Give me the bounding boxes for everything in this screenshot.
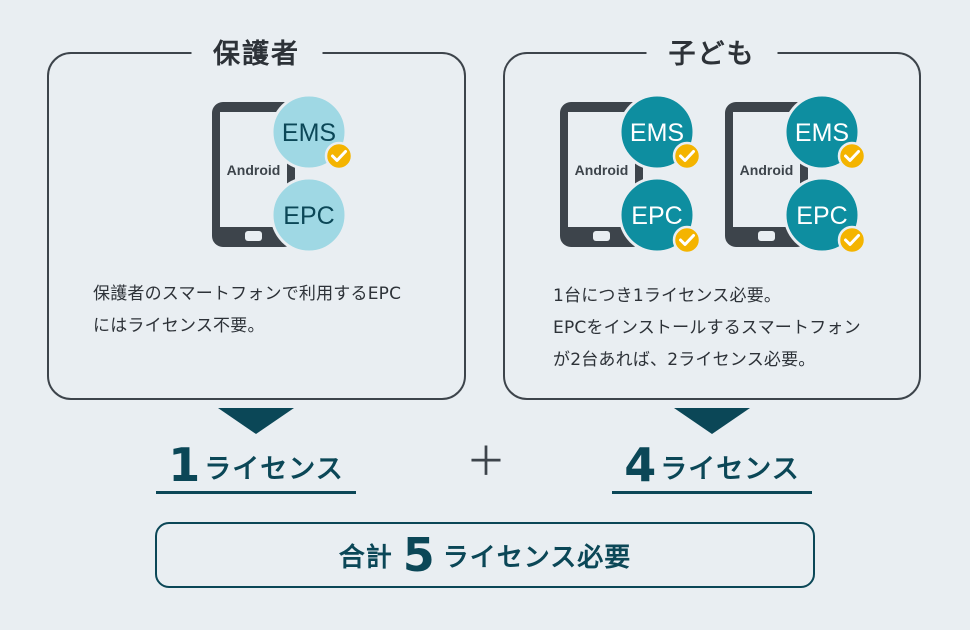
child-title: 子ども: [646, 32, 778, 71]
total-suffix: ライセンス必要: [442, 542, 632, 573]
plus-sign: ＋: [466, 439, 506, 485]
down-arrow-icon: [674, 408, 750, 434]
total-prefix: 合計: [338, 542, 393, 573]
parent-license-unit: ライセンス: [204, 454, 344, 485]
parent-title: 保護者: [191, 32, 322, 71]
total-number: 5: [402, 528, 435, 582]
check-badge-icon: [837, 141, 867, 171]
child-license-unit: ライセンス: [660, 454, 800, 485]
child-phone-2-icon: Android EMS EPC: [722, 92, 882, 255]
epc-label: EPC: [631, 202, 682, 230]
check-badge-icon: [672, 141, 702, 171]
parent-panel: 保護者 保護者のスマートフォンで利用するEPC にはライセンス不要。: [47, 32, 466, 400]
epc-label: EPC: [796, 202, 847, 230]
parent-license-count: 1 ライセンス: [156, 436, 356, 494]
ems-label: EMS: [795, 119, 849, 147]
down-arrow-icon: [218, 408, 294, 434]
parent-description: 保護者のスマートフォンで利用するEPC にはライセンス不要。: [93, 284, 402, 336]
phone-os-label: Android: [227, 162, 281, 178]
child-description: 1台につき1ライセンス必要。 EPCをインストールするスマートフォン が2台あれ…: [553, 286, 861, 370]
phone-os-label: Android: [740, 162, 794, 178]
child-panel: 子ども 1台につき1ライセンス必要。 EPCをインストールするスマートフォン が…: [503, 32, 921, 400]
parent-license-number: 1: [168, 438, 201, 492]
ems-label: EMS: [282, 119, 336, 147]
phone-os-label: Android: [575, 162, 629, 178]
epc-label: EPC: [283, 202, 334, 230]
total-license-box: 合計 5 ライセンス必要: [155, 522, 815, 588]
ems-label: EMS: [630, 119, 684, 147]
check-badge-icon: [837, 225, 867, 255]
child-phone-1-icon: Android EMS EPC: [557, 92, 717, 255]
check-badge-icon: [324, 141, 354, 171]
check-badge-icon: [672, 225, 702, 255]
parent-phone-icon: Android EMS EPC: [209, 92, 369, 254]
child-license-number: 4: [624, 438, 657, 492]
child-license-count: 4 ライセンス: [612, 436, 812, 494]
